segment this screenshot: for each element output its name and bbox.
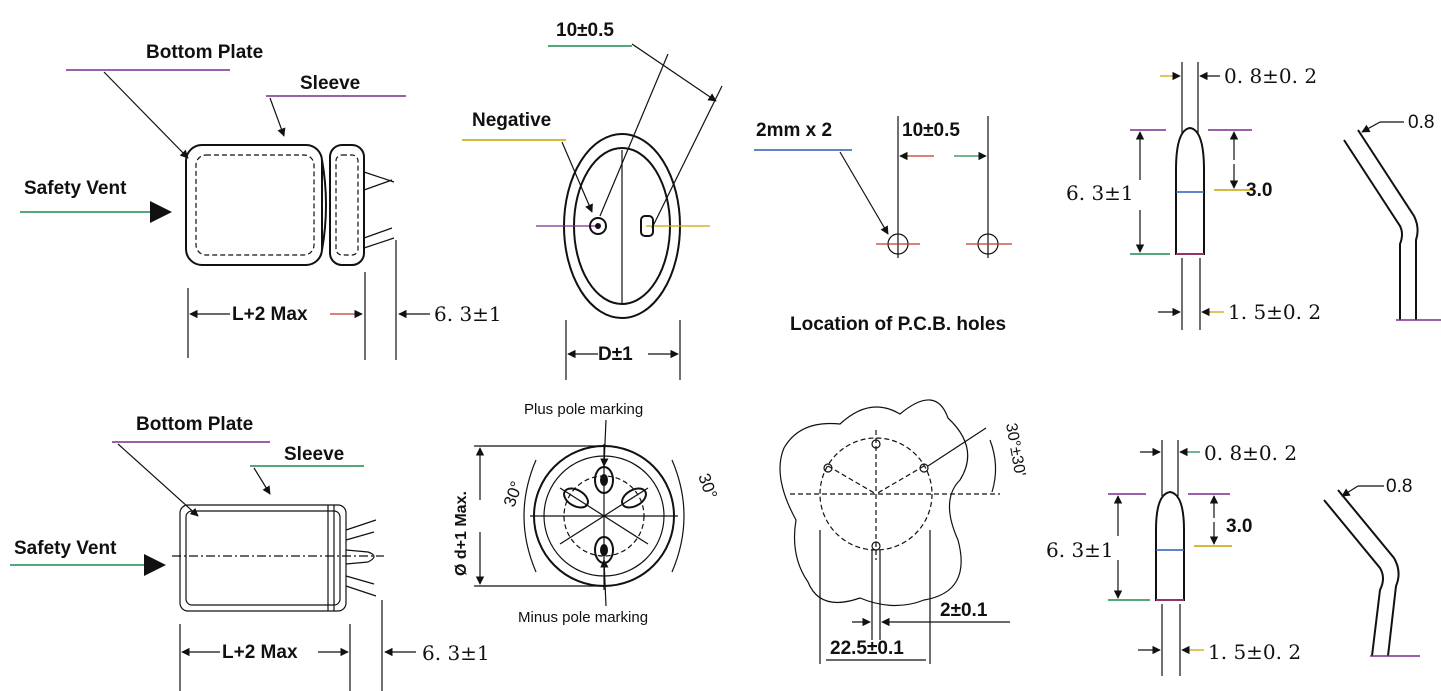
- top-pcb-caption: Location of P.C.B. holes: [790, 314, 1006, 335]
- top-bottom-view: 10±0.5 Negative D±1: [462, 20, 723, 380]
- bottom-bottom-plate-arrow: [117, 443, 199, 517]
- top-negative-arrow: [561, 141, 593, 213]
- top-length-label: L+2 Max: [232, 304, 308, 325]
- top-lead-upper: [363, 171, 395, 191]
- top-pitch-label: 10±0.5: [556, 20, 614, 41]
- top-pcb-holes: 2mm x 2 10±0.5 Location of P.C.B. holes: [754, 116, 1012, 335]
- bottom-terminal-bottom-core: [600, 544, 608, 556]
- pcb-hole-top: [871, 439, 881, 449]
- top-capacitor-body: [185, 144, 323, 266]
- top-positive-terminal: [640, 215, 654, 237]
- top-negative-label: Negative: [472, 110, 551, 131]
- bottom-bent-terminal: [1323, 489, 1400, 657]
- top-tip-label: 3.0: [1246, 180, 1272, 201]
- pcb-diag-left: [827, 465, 877, 495]
- top-width-top-label: 0. 8±0. 2: [1224, 64, 1317, 88]
- top-safety-vent-arrow: [150, 201, 172, 223]
- top-lead-length-label: 6. 3±1: [434, 302, 502, 326]
- top-sleeve-label: Sleeve: [300, 73, 360, 94]
- pcb-angle-leader: [927, 427, 987, 467]
- pcb-diag-right: [875, 465, 925, 495]
- top-sleeve-arrow: [269, 97, 286, 137]
- bottom-safety-vent-label: Safety Vent: [14, 538, 117, 559]
- top-bent-label: 0.8: [1408, 112, 1434, 133]
- bottom-length-label: L+2 Max: [222, 642, 298, 663]
- top-diameter-label: D±1: [598, 344, 633, 365]
- top-capacitor-head: [329, 144, 365, 266]
- top-negative-dot: [595, 223, 601, 229]
- pcb-outline: [779, 399, 969, 607]
- pcb-spacing-label: 22.5±0.1: [830, 638, 904, 659]
- bottom-bent-label: 0.8: [1386, 476, 1412, 497]
- bottom-height-label: 6. 3±1: [1046, 538, 1114, 562]
- top-capacitor-inner: [195, 154, 315, 256]
- top-safety-vent-label: Safety Vent: [24, 178, 127, 199]
- pcb-hole-left: [823, 463, 833, 473]
- top-bottom-plate-arrow: [103, 71, 189, 159]
- top-groove: [321, 159, 327, 251]
- top-pitch-ext-2: [651, 85, 723, 229]
- angle-arc-right: [671, 459, 685, 573]
- bottom-terminal-detail: 0. 8±0. 2 6. 3±1 3.0 1. 5±0. 2 0.8: [1046, 440, 1420, 676]
- top-spacing-label: 10±0.5: [902, 120, 960, 141]
- diameter-max-label: Ø d+1 Max.: [453, 491, 470, 576]
- top-capacitor-head-inner: [335, 154, 359, 256]
- angle-arc-left: [523, 459, 537, 573]
- bottom-bottom-plate-label: Bottom Plate: [136, 414, 253, 435]
- bottom-lead-length-label: 6. 3±1: [422, 641, 490, 665]
- minus-pole-arrow: [600, 559, 609, 607]
- top-width-bottom-label: 1. 5±0. 2: [1228, 300, 1321, 324]
- top-terminal-detail: 0. 8±0. 2 6. 3±1 3.0 1. 5±0. 2 0.8: [1066, 62, 1441, 330]
- bottom-terminal-left: [563, 487, 589, 509]
- top-lead-lower: [363, 227, 395, 249]
- bottom-terminal-right: [621, 487, 647, 509]
- bottom-capacitor-inner: [185, 510, 341, 606]
- angle-right-label: 30°: [694, 471, 721, 502]
- bottom-lead-upper: [345, 519, 377, 541]
- bottom-width-top-label: 0. 8±0. 2: [1204, 441, 1297, 465]
- bottom-lead-lower: [345, 575, 377, 597]
- bottom-tip-label: 3.0: [1226, 516, 1252, 537]
- top-side-view: Bottom Plate Sleeve Safety Vent L+2 Max …: [20, 42, 502, 360]
- top-holes-arrow: [839, 151, 889, 235]
- angle-left-label: 30°: [500, 479, 527, 510]
- bottom-side-view: Bottom Plate Sleeve Safety Vent L+2 Max …: [10, 414, 490, 691]
- pcb-pitch-circle: [819, 437, 933, 551]
- bottom-sleeve-arrow: [253, 467, 271, 495]
- bottom-capacitor-body: [179, 504, 347, 612]
- top-pitch-arrow: [631, 43, 717, 102]
- pcb-hole-bottom: [871, 541, 881, 551]
- pcb-hole-right: [919, 463, 929, 473]
- bottom-lead-middle: [345, 549, 375, 565]
- bottom-terminal-top: [594, 466, 614, 494]
- bottom-diag-2: [559, 487, 649, 545]
- bottom-bottom-view: Plus pole marking 30° 30° Ø d+1 Max. Min…: [453, 401, 721, 626]
- top-terminal-pin: [1175, 126, 1205, 255]
- pcb-angle-label: 30°±30': [1002, 422, 1028, 478]
- minus-pole-marking-label: Minus pole marking: [518, 609, 648, 626]
- top-height-label: 6. 3±1: [1066, 181, 1134, 205]
- top-negative-terminal: [589, 217, 607, 235]
- bottom-pcb-pattern: 30°±30' 2±0.1 22.5±0.1: [779, 399, 1028, 664]
- bottom-width-bottom-label: 1. 5±0. 2: [1208, 640, 1301, 664]
- bottom-terminal-top-core: [600, 474, 608, 486]
- plus-pole-marking-label: Plus pole marking: [524, 401, 643, 418]
- top-bent-arrow: [1361, 121, 1381, 133]
- top-bent-terminal: [1343, 129, 1419, 320]
- pcb-hole-label: 2±0.1: [940, 600, 988, 621]
- bottom-sleeve-label: Sleeve: [284, 444, 344, 465]
- pcb-angle-arc: [989, 439, 997, 493]
- bottom-safety-vent-arrow: [144, 554, 166, 576]
- bottom-terminal-pin: [1155, 490, 1185, 601]
- top-holes-label: 2mm x 2: [756, 120, 832, 141]
- top-bottom-plate-label: Bottom Plate: [146, 42, 263, 63]
- bottom-bent-arrow: [1341, 485, 1359, 497]
